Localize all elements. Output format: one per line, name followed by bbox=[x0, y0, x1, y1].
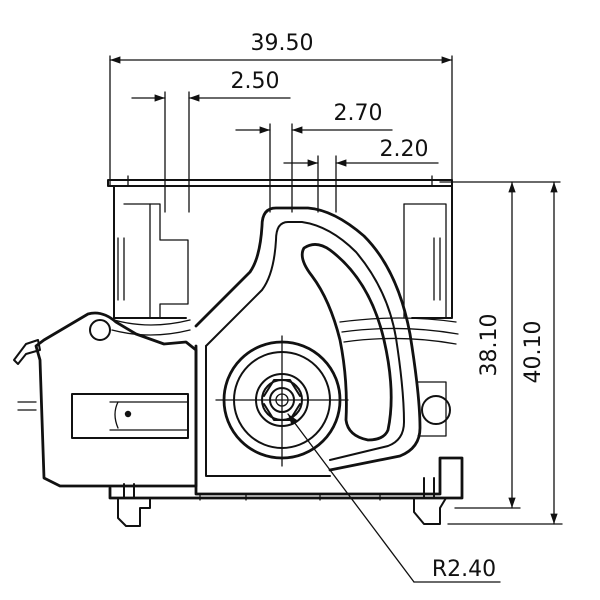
dimension-pin-width: 2.50 bbox=[131, 69, 291, 213]
dimension-total-height: 40.10 bbox=[447, 181, 563, 525]
dimension-overall-width: 39.50 bbox=[109, 31, 453, 187]
dimension-shaft-width: 2.70 bbox=[235, 101, 393, 213]
dimension-label-body-height: 38.10 bbox=[477, 314, 502, 377]
dimension-label-bore-radius: R2.40 bbox=[432, 557, 496, 582]
dimension-slot-width: 2.20 bbox=[283, 137, 439, 213]
component-body bbox=[13, 175, 464, 527]
dimension-label-overall-width: 39.50 bbox=[251, 31, 314, 56]
dimension-body-height: 38.10 bbox=[439, 181, 561, 509]
dimension-label-total-height: 40.10 bbox=[521, 321, 546, 384]
dimension-label-pin-width: 2.50 bbox=[231, 69, 280, 94]
dimension-label-shaft-width: 2.70 bbox=[334, 101, 383, 126]
dimension-label-slot-width: 2.20 bbox=[380, 137, 429, 162]
